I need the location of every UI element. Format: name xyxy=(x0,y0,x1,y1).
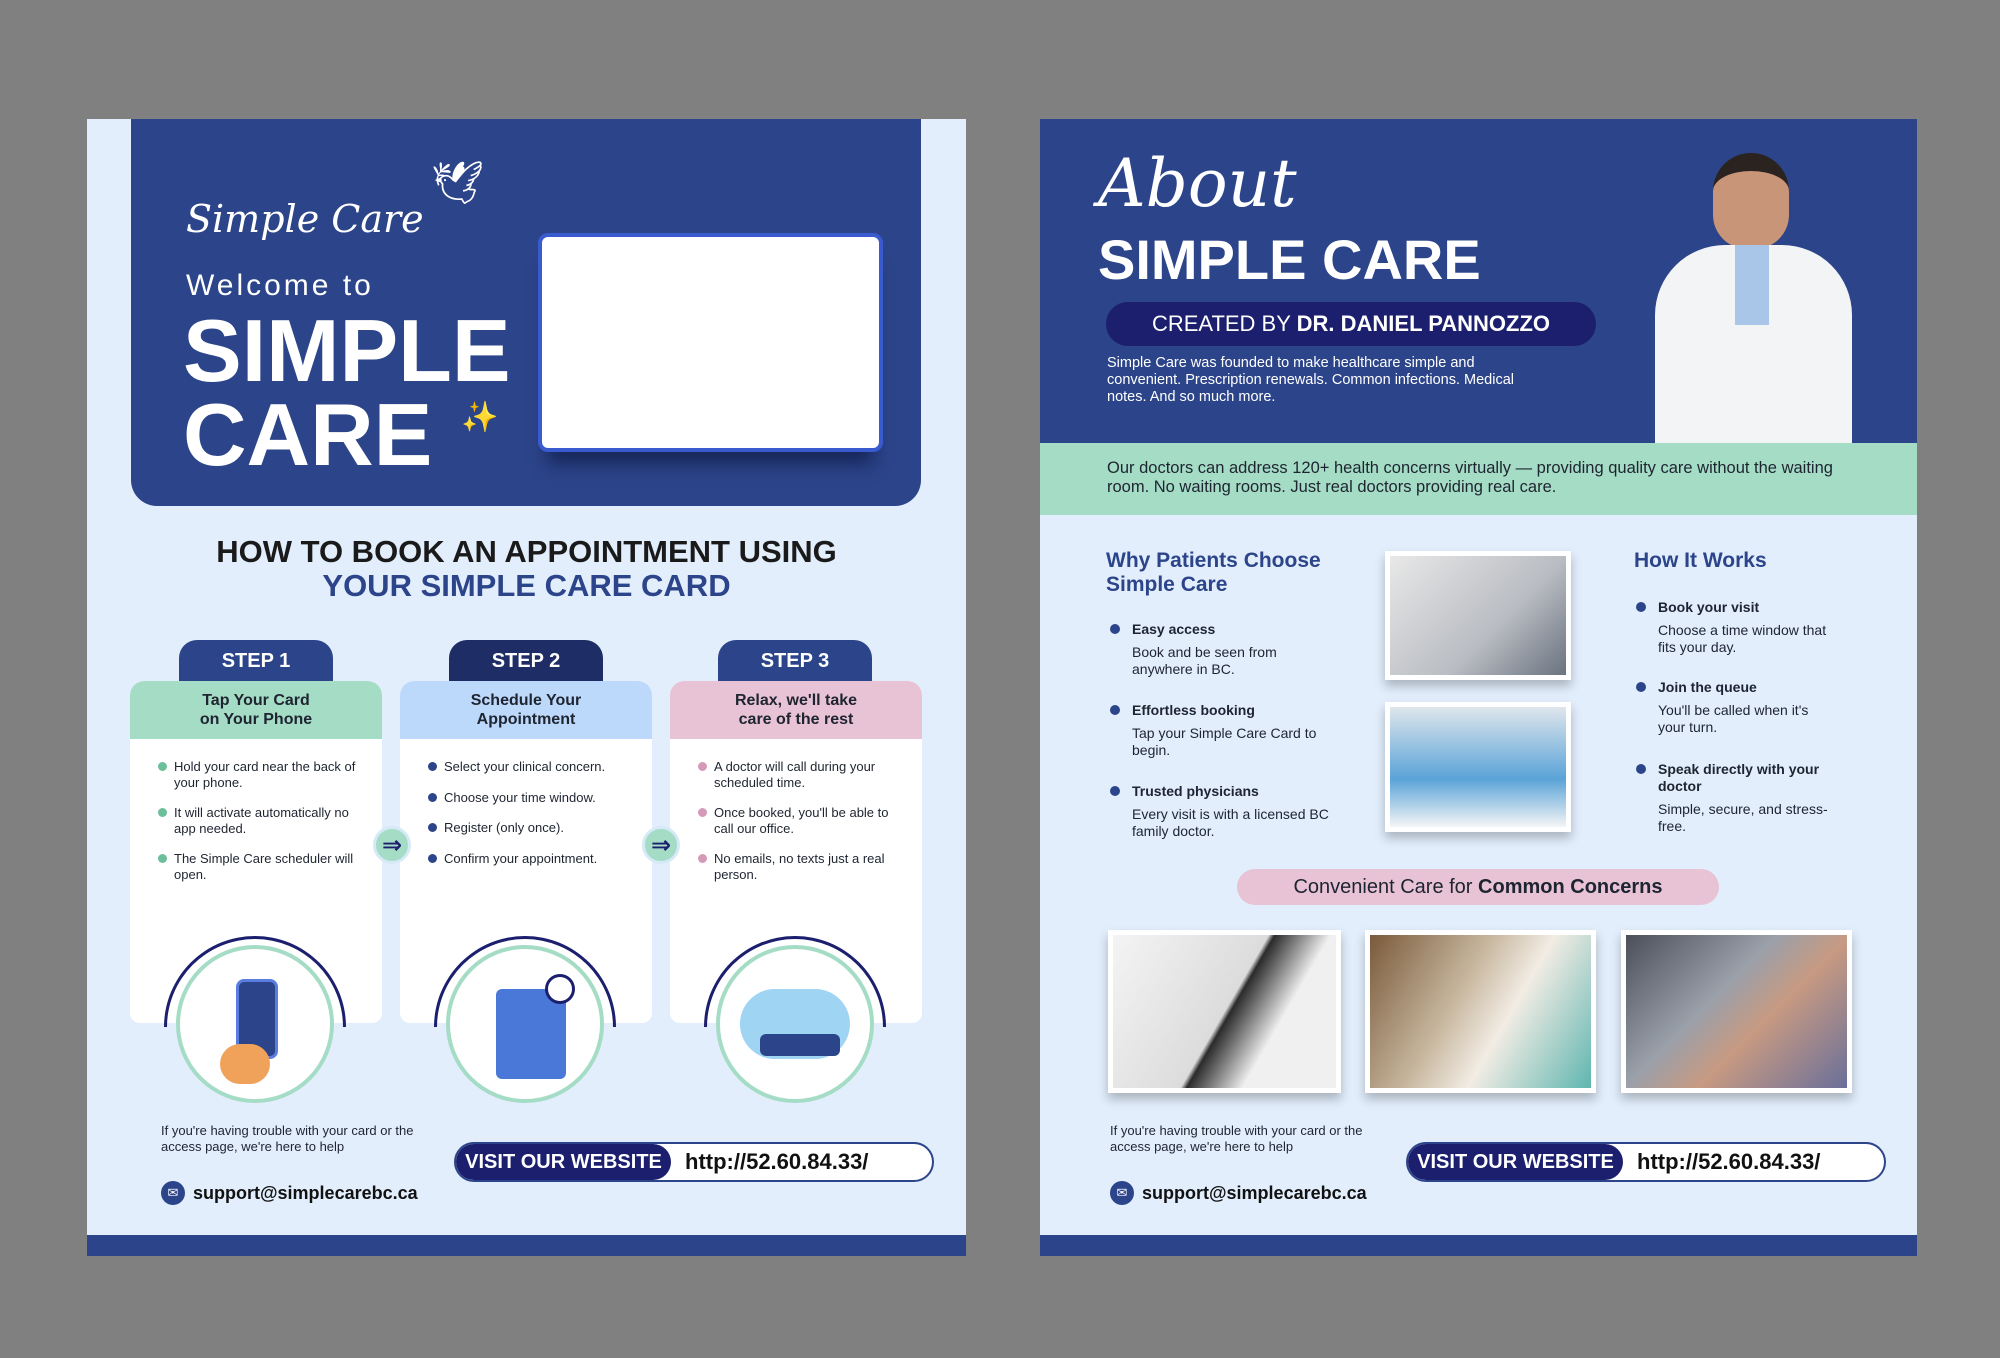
step-1-card: Tap Your Card on Your Phone Hold your ca… xyxy=(130,681,382,1023)
help-text: If you're having trouble with your card … xyxy=(161,1123,414,1154)
card-image-placeholder xyxy=(538,233,883,452)
check-icon xyxy=(698,762,707,771)
how-to-heading: HOW TO BOOK AN APPOINTMENT USING YOUR SI… xyxy=(216,534,837,603)
arrow-right-icon: ⇒ xyxy=(642,826,680,864)
visit-website-button[interactable]: VISIT OUR WEBSITE xyxy=(456,1144,671,1180)
support-email[interactable]: ✉support@simplecarebc.ca xyxy=(161,1181,418,1205)
step-title: Tap Your Card on Your Phone xyxy=(130,681,382,739)
mail-icon: ✉ xyxy=(161,1181,185,1205)
calendar-illustration xyxy=(446,945,604,1103)
caregiver-photo xyxy=(1365,930,1596,1093)
intro-text: Simple Care was founded to make healthca… xyxy=(1107,355,1514,405)
title-simple: SIMPLE xyxy=(183,301,511,400)
about-title: SIMPLE CARE xyxy=(1098,228,1481,291)
check-icon xyxy=(698,808,707,817)
check-icon xyxy=(428,762,437,771)
why-heading: Why Patients Choose Simple Care xyxy=(1106,549,1321,596)
step-1-tab: STEP 1 xyxy=(179,640,333,682)
title-care: CARE xyxy=(183,385,433,484)
list-item: Once booked, you'll be able to call our … xyxy=(698,805,922,836)
relax-illustration xyxy=(716,945,874,1103)
list-item: Select your clinical concern. xyxy=(428,759,652,775)
check-icon xyxy=(1636,682,1646,692)
arrow-right-icon: ⇒ xyxy=(373,826,411,864)
help-text: If you're having trouble with your card … xyxy=(1110,1123,1363,1154)
list-item: Hold your card near the back of your pho… xyxy=(158,759,382,790)
common-concerns-pill: Convenient Care for Common Concerns xyxy=(1237,869,1719,905)
medical-team-photo xyxy=(1385,702,1571,832)
step-2-tab: STEP 2 xyxy=(449,640,603,682)
welcome-text: Welcome to xyxy=(186,269,374,302)
website-pill[interactable]: VISIT OUR WEBSITE http://52.60.84.33/ xyxy=(1406,1142,1886,1182)
list-item: Register (only once). xyxy=(428,820,652,836)
website-pill[interactable]: VISIT OUR WEBSITE http://52.60.84.33/ xyxy=(454,1142,934,1182)
right-flyer: About SIMPLE CARE CREATED BY DR. DANIEL … xyxy=(1040,119,1917,1256)
logo: Simple Care xyxy=(186,197,424,241)
check-icon xyxy=(698,854,707,863)
check-icon xyxy=(428,853,437,863)
website-url[interactable]: http://52.60.84.33/ xyxy=(1637,1149,1821,1174)
list-item: The Simple Care scheduler will open. xyxy=(158,851,382,882)
list-item: Choose your time window. xyxy=(428,790,652,806)
check-icon xyxy=(1636,764,1646,774)
step-3-tab: STEP 3 xyxy=(718,640,872,682)
concerns-band: Our doctors can address 120+ health conc… xyxy=(1040,443,1917,515)
how-heading: How It Works xyxy=(1634,549,1767,572)
check-icon xyxy=(158,762,167,771)
about-header: About SIMPLE CARE CREATED BY DR. DANIEL … xyxy=(1040,119,1917,443)
list-item: A doctor will call during your scheduled… xyxy=(698,759,922,790)
elderly-hands-photo xyxy=(1621,930,1852,1093)
creator-pill: CREATED BY DR. DANIEL PANNOZZO xyxy=(1106,302,1596,346)
bird-icon: 🕊 xyxy=(431,159,485,206)
check-icon xyxy=(158,854,167,863)
welcome-header: Simple Care 🕊 Welcome to SIMPLE CARE ✨ xyxy=(131,119,921,506)
list-item: No emails, no texts just a real person. xyxy=(698,851,922,882)
prescription-handoff-photo xyxy=(1108,930,1341,1093)
support-email[interactable]: ✉support@simplecarebc.ca xyxy=(1110,1181,1367,1205)
check-icon xyxy=(1110,624,1120,634)
check-icon xyxy=(158,808,167,817)
left-flyer: Simple Care 🕊 Welcome to SIMPLE CARE ✨ H… xyxy=(87,119,966,1256)
step-title: Schedule Your Appointment xyxy=(400,681,652,739)
check-icon xyxy=(428,823,437,832)
patient-wheelchair-photo xyxy=(1385,551,1571,680)
bottom-bar xyxy=(1040,1235,1917,1256)
check-icon xyxy=(1110,786,1120,796)
about-script: About xyxy=(1098,145,1297,222)
check-icon xyxy=(428,792,437,802)
check-icon xyxy=(1636,602,1646,612)
step-title: Relax, we'll take care of the rest xyxy=(670,681,922,739)
visit-website-button[interactable]: VISIT OUR WEBSITE xyxy=(1408,1144,1623,1180)
mail-icon: ✉ xyxy=(1110,1181,1134,1205)
list-item: Confirm your appointment. xyxy=(428,851,652,867)
sparkle-icon: ✨ xyxy=(461,401,499,434)
check-icon xyxy=(1110,705,1120,715)
phone-tap-illustration xyxy=(176,945,334,1103)
list-item: It will activate automatically no app ne… xyxy=(158,805,382,836)
website-url[interactable]: http://52.60.84.33/ xyxy=(685,1149,869,1174)
bottom-bar xyxy=(87,1235,966,1256)
doctor-photo xyxy=(1645,153,1862,443)
